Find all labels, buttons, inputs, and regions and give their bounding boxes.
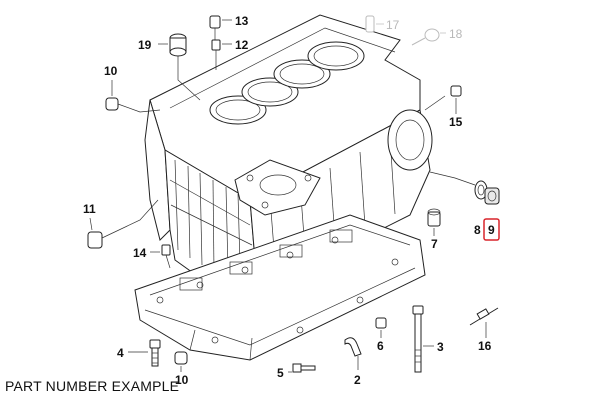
callout-17[interactable]: 17 (386, 18, 400, 32)
callout-12[interactable]: 12 (235, 38, 249, 52)
callout-16[interactable]: 16 (478, 339, 492, 353)
part-7-sleeve (427, 208, 441, 227)
leader-lines (89, 19, 487, 373)
callout-13[interactable]: 13 (235, 14, 249, 28)
callout-10-top[interactable]: 10 (104, 64, 118, 78)
callout-19[interactable]: 19 (138, 38, 152, 52)
part-19-sleeve (169, 33, 201, 101)
part-11-plug (87, 199, 159, 249)
part-8-seal-ring (429, 171, 488, 200)
part-4-bolt (149, 339, 161, 367)
part-10-plug-bottom (174, 351, 188, 365)
callout-9-highlight-box (483, 218, 500, 241)
part-9-screw-plug (484, 187, 500, 205)
part-3-long-bolt (412, 305, 424, 373)
part-17-dowel (365, 15, 375, 33)
oil-pan (134, 214, 426, 361)
part-10-plug-top (105, 97, 161, 113)
part-6-nut (375, 317, 387, 329)
callout-10-bottom[interactable]: 10 (175, 373, 189, 387)
callout-15[interactable]: 15 (449, 115, 463, 129)
part-18-bushing (411, 28, 440, 46)
engine-block (144, 14, 433, 286)
callout-18[interactable]: 18 (449, 27, 463, 41)
callout-14[interactable]: 14 (133, 246, 147, 260)
callout-8[interactable]: 8 (474, 223, 481, 237)
callout-11[interactable]: 11 (83, 202, 96, 216)
callout-3[interactable]: 3 (437, 340, 444, 354)
part-13-plug (209, 15, 221, 40)
callout-4[interactable]: 4 (117, 346, 124, 360)
caption-part-number-example: PART NUMBER EXAMPLE (5, 378, 180, 394)
callout-7[interactable]: 7 (431, 237, 438, 251)
part-2-oil-jet (344, 337, 362, 357)
part-15-plug (424, 85, 462, 111)
callout-2[interactable]: 2 (354, 373, 361, 387)
callout-9[interactable]: 9 (488, 223, 495, 237)
part-5-bolt (292, 363, 316, 373)
part-12-stud (211, 39, 221, 70)
callout-5[interactable]: 5 (277, 366, 284, 380)
callout-6[interactable]: 6 (377, 339, 384, 353)
part-16-stud (469, 307, 499, 326)
part-14-pin (161, 244, 171, 269)
